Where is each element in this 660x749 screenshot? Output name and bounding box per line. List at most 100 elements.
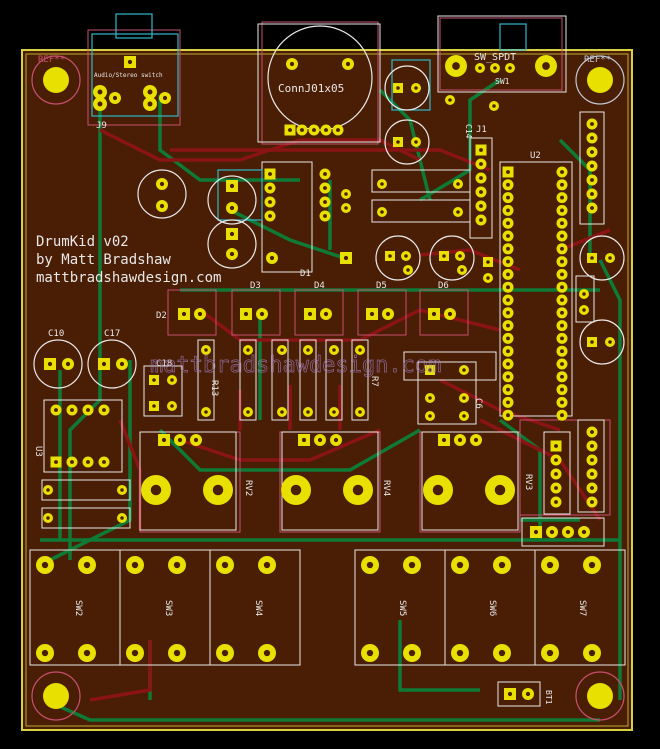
label-sw7: SW7	[577, 600, 587, 616]
label-c6: C6	[473, 398, 483, 409]
drill-hole	[458, 254, 462, 258]
drill-hole	[456, 649, 464, 657]
drill-hole	[131, 561, 139, 569]
label-ref-tl: REF**	[38, 55, 65, 65]
drill-hole	[462, 368, 466, 372]
drill-hole	[560, 400, 564, 405]
drill-hole	[86, 408, 90, 412]
drill-hole	[560, 285, 564, 290]
drill-hole	[204, 348, 208, 352]
drill-hole	[479, 190, 483, 194]
label-u2: U2	[530, 151, 541, 161]
drill-hole	[380, 182, 384, 186]
label-rv3: RV3	[523, 474, 533, 490]
drill-hole	[479, 176, 483, 180]
drill-hole	[590, 340, 594, 344]
title-block: DrumKid v02 by Matt Bradshaw mattbradsha…	[36, 234, 221, 286]
drill-hole	[301, 437, 307, 443]
drill-hole	[590, 430, 594, 434]
drill-hole	[46, 488, 50, 492]
drill-hole	[280, 410, 284, 414]
drill-hole	[229, 205, 235, 211]
drill-hole	[428, 414, 432, 418]
drill-hole	[560, 349, 564, 354]
drill-hole	[506, 349, 510, 354]
drill-hole	[560, 195, 564, 200]
drill-hole	[588, 649, 596, 657]
drill-hole	[590, 178, 594, 182]
drill-hole	[323, 186, 327, 190]
drill-hole	[323, 172, 327, 176]
drill-hole	[554, 486, 558, 490]
drill-hole	[408, 561, 416, 569]
drill-hole	[560, 246, 564, 251]
drill-hole	[590, 164, 594, 168]
drill-hole	[366, 561, 374, 569]
drill-hole	[608, 256, 612, 260]
drill-hole	[162, 95, 168, 101]
drill-hole	[442, 254, 446, 258]
label-c18: C18	[156, 359, 172, 369]
drill-hole	[506, 182, 510, 187]
drill-hole	[54, 408, 58, 412]
copper-fill	[22, 50, 632, 730]
drill-hole	[86, 460, 90, 464]
drill-hole	[456, 561, 464, 569]
label-u3: U3	[33, 446, 43, 457]
drill-hole	[590, 472, 594, 476]
drill-hole	[448, 98, 452, 102]
drill-hole	[506, 323, 510, 328]
drill-hole	[380, 210, 384, 214]
label-sw-spdt: SW_SPDT	[474, 52, 516, 63]
drill-hole	[268, 172, 272, 176]
drill-hole	[507, 691, 513, 697]
silk-labels: REF** REF** Audio/Stereo switch J9 ConnJ…	[33, 52, 611, 705]
drill-hole	[173, 649, 181, 657]
drill-hole	[428, 368, 432, 372]
drill-hole	[332, 410, 336, 414]
drill-hole	[388, 254, 392, 258]
title-line-1: DrumKid v02	[36, 234, 129, 250]
drill-hole	[560, 323, 564, 328]
drill-hole	[221, 561, 229, 569]
drill-hole	[462, 396, 466, 400]
drill-hole	[152, 404, 156, 408]
label-r13: R13	[209, 380, 219, 396]
label-j1: J1	[476, 125, 487, 135]
drill-hole	[462, 414, 466, 418]
drill-hole	[506, 413, 510, 418]
label-ref-tr: REF**	[584, 55, 611, 65]
drill-hole	[243, 311, 249, 317]
drill-hole	[41, 561, 49, 569]
drill-hole	[147, 89, 153, 95]
drill-hole	[112, 95, 118, 101]
label-r7: R7	[369, 376, 379, 387]
drill-hole	[486, 276, 490, 280]
label-c14: C14	[464, 124, 473, 139]
drill-hole	[590, 192, 594, 196]
drill-hole	[54, 460, 58, 464]
drill-hole	[560, 298, 564, 302]
drill-hole	[506, 208, 510, 213]
drill-hole	[447, 311, 453, 317]
drill-hole	[246, 410, 250, 414]
drill-hole	[590, 136, 594, 140]
drill-hole	[560, 182, 564, 187]
drill-hole	[506, 336, 510, 341]
drill-hole	[506, 170, 510, 174]
board-edge-inner	[25, 53, 629, 727]
drill-hole	[478, 66, 482, 70]
drill-hole	[229, 251, 235, 257]
label-j9: J9	[96, 121, 107, 131]
drill-hole	[268, 214, 272, 218]
electrolytic-caps	[33, 25, 625, 389]
drill-hole	[431, 311, 437, 317]
drill-hole	[47, 361, 53, 367]
drill-hole	[560, 259, 564, 264]
drill-hole	[46, 516, 50, 520]
drill-hole	[590, 444, 594, 448]
drill-hole	[560, 234, 564, 238]
drill-hole	[506, 246, 510, 251]
drill-hole	[560, 413, 564, 418]
label-sw2: SW2	[73, 600, 83, 616]
